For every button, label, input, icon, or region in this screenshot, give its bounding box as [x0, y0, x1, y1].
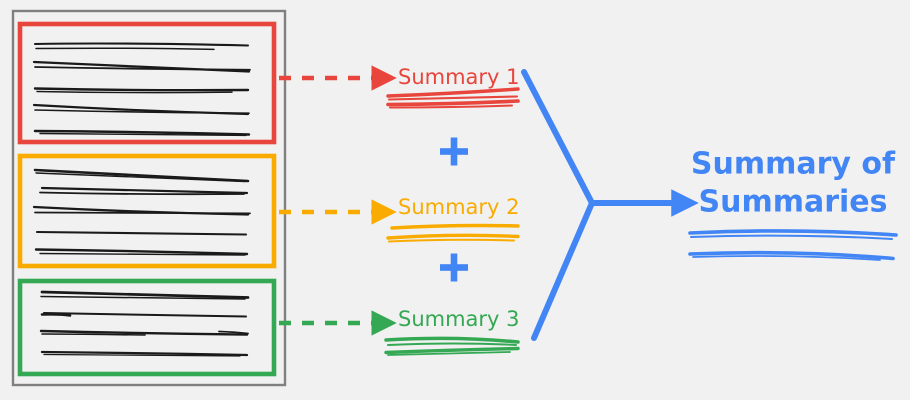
section-outline-orange [17, 153, 277, 269]
plus-operator-2 [440, 253, 468, 282]
summary-3-group[interactable]: Summary 3 [384, 307, 520, 356]
final-label-line-2: Summaries [698, 185, 887, 220]
handwriting-lines-red [32, 42, 251, 137]
merge-connector [521, 69, 699, 341]
handwriting-lines-green [39, 290, 250, 357]
summary-1-scribble [386, 87, 520, 109]
plus-operator-1 [440, 137, 468, 166]
section-outline-green [17, 278, 277, 377]
source-document [11, 9, 287, 387]
document-frame [11, 9, 287, 387]
summary-3-scribble [384, 336, 520, 356]
summary-3-label: Summary 3 [398, 307, 520, 331]
summary-of-summaries-group[interactable]: Summary of Summaries [688, 147, 898, 261]
final-label-line-1: Summary of [691, 147, 896, 182]
document-section-red[interactable] [17, 21, 277, 145]
section-outline-red [17, 21, 277, 145]
document-section-orange[interactable] [17, 153, 277, 269]
summary-2-scribble [386, 223, 520, 243]
summary-2-group[interactable]: Summary 2 [386, 195, 520, 243]
summary-1-label: Summary 1 [398, 65, 520, 89]
handwriting-lines-orange [32, 168, 251, 256]
document-section-green[interactable] [17, 278, 277, 377]
summary-2-label: Summary 2 [398, 195, 520, 219]
summary-1-group[interactable]: Summary 1 [386, 65, 520, 109]
final-summary-scribble [688, 229, 898, 261]
